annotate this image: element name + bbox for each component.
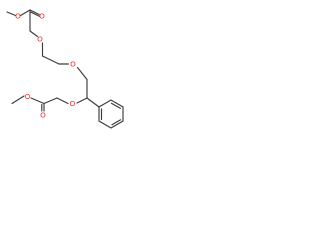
bond-o-carbonyl-top — [19, 9, 31, 17]
oxygen-label-carbonyl-bottom: O — [40, 111, 46, 120]
bond-carbonyl-double-top-b — [30, 11, 41, 17]
bond-o-ch2-c — [76, 66, 88, 81]
phenyl-double-3 — [110, 102, 121, 109]
oxygen-label-ester-bottom: O — [25, 92, 31, 101]
bond-ch-phenyl — [86, 97, 100, 108]
phenyl-double-2 — [111, 119, 122, 126]
bond-o-ch2-bottom — [56, 97, 69, 105]
bond-ch2-o-top — [29, 30, 39, 38]
bond-o-methyl-bottom — [11, 95, 25, 105]
structure-diagram: O O O O O O O — [6, 9, 124, 129]
oxygen-label-ether-1: O — [37, 35, 43, 44]
oxygen-label-ester-top: O — [15, 12, 21, 21]
bond-methyl-o-top — [6, 11, 17, 17]
bond-ch2-carbonyl-bottom — [43, 97, 58, 105]
oxygen-label-ether-3: O — [70, 99, 76, 108]
atom-labels: O O O O O O O — [15, 12, 76, 120]
bonds — [6, 9, 124, 129]
molecule-canvas: O O O O O O O — [0, 0, 150, 150]
oxygen-label-carbonyl-top: O — [39, 12, 45, 21]
bond-carbonyl-o-bottom — [30, 97, 45, 105]
oxygen-label-ether-2: O — [70, 60, 76, 69]
bond-ch2-ch2 — [41, 55, 60, 65]
bond-carbonyl-double-top-a — [29, 9, 40, 16]
bond-ch-o-bottom — [76, 97, 88, 104]
phenyl-ring — [98, 99, 124, 129]
